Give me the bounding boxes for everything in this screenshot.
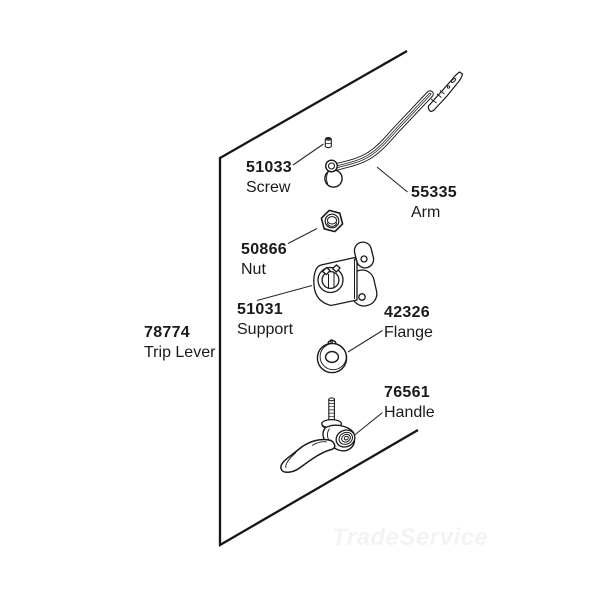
part-name-nut: Nut xyxy=(241,261,266,278)
part-number-arm: 55335 xyxy=(411,184,457,201)
leader-screw xyxy=(292,143,324,166)
part-number-support: 51031 xyxy=(237,301,283,318)
support-drawing xyxy=(313,241,378,307)
arm-drawing xyxy=(324,71,464,188)
panel-outline xyxy=(218,50,419,547)
flange-drawing xyxy=(316,339,348,374)
assembly-label-trip-lever: 78774 Trip Lever xyxy=(144,323,215,363)
part-label-screw: 51033 Screw xyxy=(246,158,292,198)
screw-drawing xyxy=(324,136,332,149)
assembly-name: Trip Lever xyxy=(144,344,216,361)
watermark-text: TradeService xyxy=(332,524,489,551)
part-label-arm: 55335 Arm xyxy=(411,183,457,223)
handle-drawing xyxy=(280,397,356,473)
part-number-handle: 76561 xyxy=(384,384,430,401)
leader-flange xyxy=(347,330,383,353)
part-label-flange: 42326 Flange xyxy=(384,303,433,343)
part-label-nut: 50866 Nut xyxy=(241,240,287,280)
part-name-arm: Arm xyxy=(411,204,441,221)
leader-support xyxy=(256,284,313,302)
leader-handle xyxy=(353,412,383,436)
arm-blade xyxy=(427,71,464,112)
leader-arm xyxy=(376,166,408,193)
part-number-nut: 50866 xyxy=(241,241,287,258)
leader-nut xyxy=(287,228,318,244)
nut-drawing xyxy=(320,209,344,233)
part-name-flange: Flange xyxy=(384,324,433,341)
part-label-handle: 76561 Handle xyxy=(384,383,435,423)
leader-lines xyxy=(256,143,408,436)
part-label-support: 51031 Support xyxy=(237,300,293,340)
part-name-handle: Handle xyxy=(384,404,435,421)
part-number-flange: 42326 xyxy=(384,304,430,321)
assembly-part-number: 78774 xyxy=(144,324,190,341)
part-number-screw: 51033 xyxy=(246,159,292,176)
part-name-screw: Screw xyxy=(246,179,291,196)
part-name-support: Support xyxy=(237,321,294,338)
